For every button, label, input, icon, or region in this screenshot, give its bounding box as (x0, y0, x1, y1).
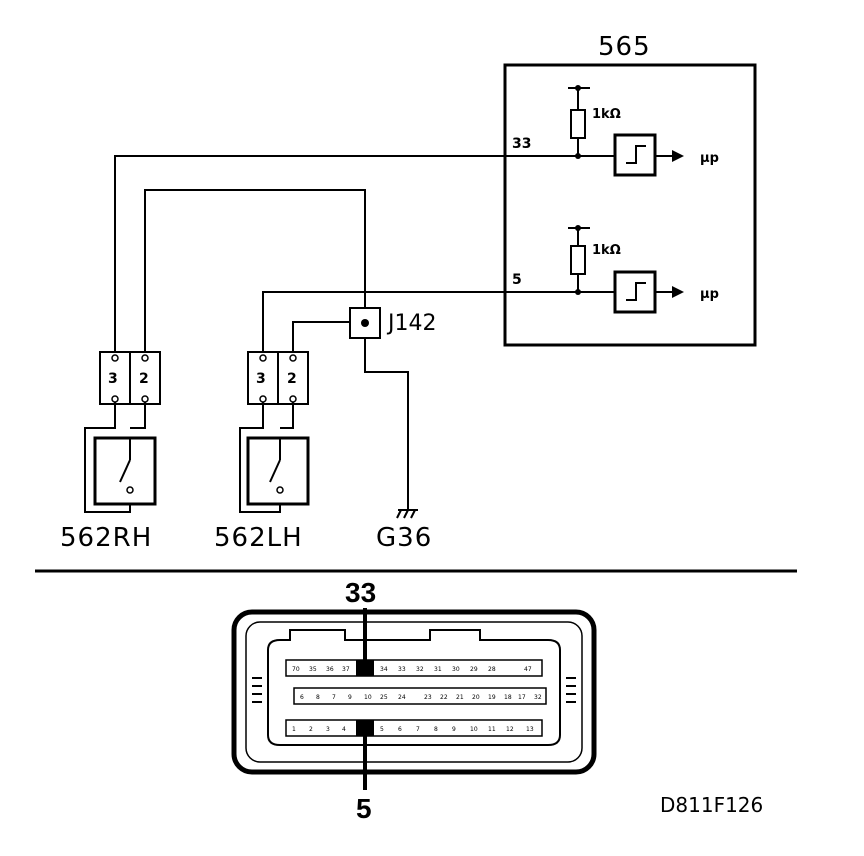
ecu-box (503, 63, 757, 347)
ecu-label: 565 (598, 32, 651, 62)
row2-pin-9: 21 (456, 694, 464, 701)
output-bottom-label: μp (700, 287, 719, 302)
lh-pin-3: 3 (256, 371, 266, 387)
row2-pin-13: 17 (518, 694, 526, 701)
pin-5-label: 5 (512, 272, 522, 288)
lh-pin-2: 2 (287, 371, 297, 387)
connector-562lh: 3 2 (247, 351, 309, 405)
row2-pin-4: 10 (364, 694, 372, 701)
row1-pin-5: 34 (380, 666, 388, 673)
row1-pin-11: 28 (488, 666, 496, 673)
connector-pin-5-label: 5 (356, 793, 372, 824)
row1-pin-1: 35 (309, 666, 317, 673)
row1-pin-3: 37 (342, 666, 350, 673)
row1-pin-8: 31 (434, 666, 442, 673)
resistor-bottom (570, 245, 586, 275)
resistor-bottom-label: 1kΩ (592, 243, 621, 258)
input-channel-33: 1kΩ μp 33 (512, 85, 719, 177)
row2-pin-2: 7 (332, 694, 336, 701)
rh-pin-2: 2 (139, 371, 149, 387)
row1-pin-9: 30 (452, 666, 460, 673)
connector-row-2: 6 8 7 9 10 25 24 23 22 21 20 19 18 17 32 (293, 687, 547, 705)
input-channel-5: 1kΩ μp 5 (512, 225, 719, 314)
junction-label: J142 (386, 311, 436, 336)
ground-label: G36 (376, 523, 432, 553)
row2-pin-12: 18 (504, 694, 512, 701)
switch-rh-label: 562RH (60, 523, 152, 553)
row3-pin-11: 11 (488, 726, 496, 733)
row2-pin-7: 23 (424, 694, 432, 701)
row2-pin-0: 6 (300, 694, 304, 701)
row1-pin-0: 70 (292, 666, 300, 673)
row3-pin-7: 7 (416, 726, 420, 733)
row2-pin-3: 9 (348, 694, 352, 701)
ecu-connector-face: 70 35 36 37 34 33 32 31 30 29 28 47 6 8 … (231, 608, 597, 790)
row2-pin-8: 22 (440, 694, 448, 701)
row2-pin-5: 25 (380, 694, 388, 701)
row3-pin-6: 6 (398, 726, 402, 733)
row1-pin-12: 47 (524, 666, 532, 673)
ground-symbol (396, 509, 418, 519)
switch-562rh (84, 402, 157, 513)
connector-pin-33-label: 33 (345, 577, 376, 608)
row3-pin-0: 1 (292, 726, 296, 733)
reference-code: D811F126 (660, 793, 763, 817)
resistor-top (570, 109, 586, 139)
output-top-label: μp (700, 151, 719, 166)
connector-562rh: 3 2 (99, 351, 161, 405)
row1-pin-6: 33 (398, 666, 406, 673)
switch-lh-label: 562LH (214, 523, 303, 553)
resistor-top-label: 1kΩ (592, 107, 621, 122)
connector-row-1: 70 35 36 37 34 33 32 31 30 29 28 47 (285, 659, 543, 677)
row3-pin-10: 10 (470, 726, 478, 733)
row3-pin-3: 4 (342, 726, 346, 733)
row2-pin-1: 8 (316, 694, 320, 701)
row1-pin-10: 29 (470, 666, 478, 673)
row3-pin-2: 3 (326, 726, 330, 733)
row3-pin-12: 12 (506, 726, 514, 733)
row2-pin-6: 24 (398, 694, 406, 701)
row3-pin-9: 9 (452, 726, 456, 733)
junction-j142 (349, 307, 381, 339)
row2-pin-11: 19 (488, 694, 496, 701)
pin-33-label: 33 (512, 136, 531, 152)
row2-pin-14: 32 (534, 694, 542, 701)
rh-pin-3: 3 (108, 371, 118, 387)
row1-pin-7: 32 (416, 666, 424, 673)
row3-pin-13: 13 (526, 726, 534, 733)
connector-row-3: 1 2 3 4 5 6 7 8 9 10 11 12 13 (285, 719, 543, 737)
row3-pin-5: 5 (380, 726, 384, 733)
row1-pin-2: 36 (326, 666, 334, 673)
row3-pin-8: 8 (434, 726, 438, 733)
switch-562lh (239, 402, 310, 513)
row3-pin-1: 2 (309, 726, 313, 733)
wires (114, 155, 615, 510)
row2-pin-10: 20 (472, 694, 480, 701)
